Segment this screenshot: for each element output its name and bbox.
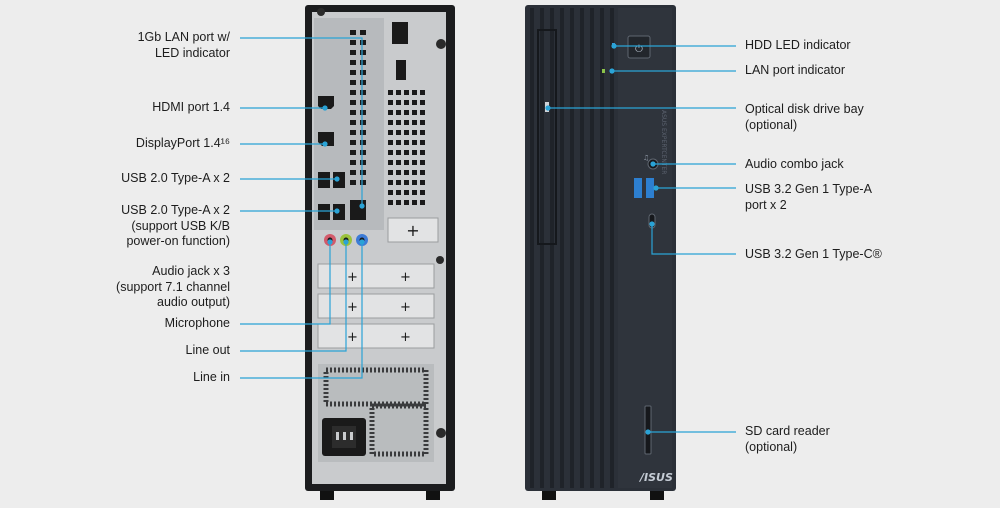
callout-lines [240, 37, 736, 435]
padlock-loop [396, 60, 406, 80]
asus-logo: /ISUS [638, 471, 673, 484]
rear-vent-grid [388, 90, 425, 205]
label-optical-bay: Optical disk drive bay (optional) [745, 102, 864, 132]
label-sd-reader: SD card reader (optional) [745, 424, 830, 454]
usb20-port [318, 172, 330, 188]
callout-dot [653, 185, 659, 191]
label-usb20-a-kb: USB 2.0 Type-A x 2 (support USB K/B powe… [121, 203, 230, 248]
callout-dot [609, 68, 615, 74]
expansion-bracket [387, 217, 439, 243]
front-fins [530, 8, 614, 488]
screw [317, 8, 325, 16]
label-line-out: Line out [185, 343, 230, 357]
svg-text:+: + [400, 270, 411, 285]
rear-view: + + + + + + + [305, 5, 455, 500]
lan-led [602, 69, 605, 73]
svg-text:+: + [347, 330, 358, 345]
usb32-a-port [634, 178, 642, 198]
io-shield [314, 18, 384, 230]
label-microphone: Microphone [164, 316, 230, 330]
callout-line-in [240, 242, 363, 379]
svg-text:+: + [347, 300, 358, 315]
ac-pin [343, 432, 346, 440]
label-displayport: DisplayPort 1.4¹⁶ [135, 136, 230, 150]
callout-dot [322, 141, 328, 147]
callout-dot [545, 105, 551, 111]
callout-dot [611, 43, 617, 49]
label-hdd-led: HDD LED indicator [745, 38, 851, 52]
usb32-a-port [646, 178, 654, 198]
callout-lan [240, 37, 363, 206]
label-lan-port: 1Gb LAN port w/ LED indicator [137, 30, 230, 60]
power-icon: ⏻ [635, 44, 643, 55]
screw-mark: + [406, 221, 419, 240]
optical-bay-outline [537, 29, 557, 245]
callout-dot [650, 161, 656, 167]
callout-dot [645, 429, 651, 435]
screw [436, 428, 446, 438]
side-branding: ASUS EXPERTCENTER [660, 110, 667, 174]
callout-dot [343, 239, 349, 245]
kensington-slot [392, 22, 408, 44]
ac-pin [336, 432, 339, 440]
screw [436, 256, 444, 264]
callout-dot [649, 221, 655, 227]
label-usb32-c: USB 3.2 Gen 1 Type-C® [745, 247, 882, 261]
lan-port [350, 200, 366, 220]
label-lan-indicator: LAN port indicator [745, 63, 846, 77]
screw [436, 39, 446, 49]
label-usb20-a: USB 2.0 Type-A x 2 [121, 171, 230, 185]
callout-usb32-c [651, 224, 736, 255]
svg-text:+: + [400, 300, 411, 315]
hdmi-port [318, 96, 334, 109]
callout-dot [359, 239, 365, 245]
psu-vent [323, 367, 429, 457]
usb20-port [318, 204, 330, 220]
label-line-in: Line in [193, 370, 230, 384]
front-view: ⏻ ASUS EXPERTCENTER ♫ /ISUS [525, 5, 676, 500]
label-audio-combo: Audio combo jack [745, 157, 844, 171]
pcie-slot-covers: + + + + + + [317, 263, 435, 349]
svg-text:+: + [347, 270, 358, 285]
callout-line-out [240, 242, 347, 352]
callout-dot [334, 208, 340, 214]
callout-dot [322, 105, 328, 111]
ac-pin [350, 432, 353, 440]
power-button[interactable] [627, 35, 651, 59]
displayport-port [318, 132, 334, 146]
label-usb32-a: USB 3.2 Gen 1 Type-A port x 2 [745, 182, 872, 212]
label-hdmi: HDMI port 1.4 [152, 100, 230, 114]
callout-microphone [240, 242, 331, 325]
callout-dot [327, 239, 333, 245]
svg-text:+: + [400, 330, 411, 345]
callout-dot [334, 176, 340, 182]
io-vent-column [350, 30, 366, 185]
callout-dot [359, 203, 365, 209]
label-audio-jack: Audio jack x 3 (support 7.1 channel audi… [116, 264, 230, 309]
headphone-icon: ♫ [643, 154, 649, 162]
